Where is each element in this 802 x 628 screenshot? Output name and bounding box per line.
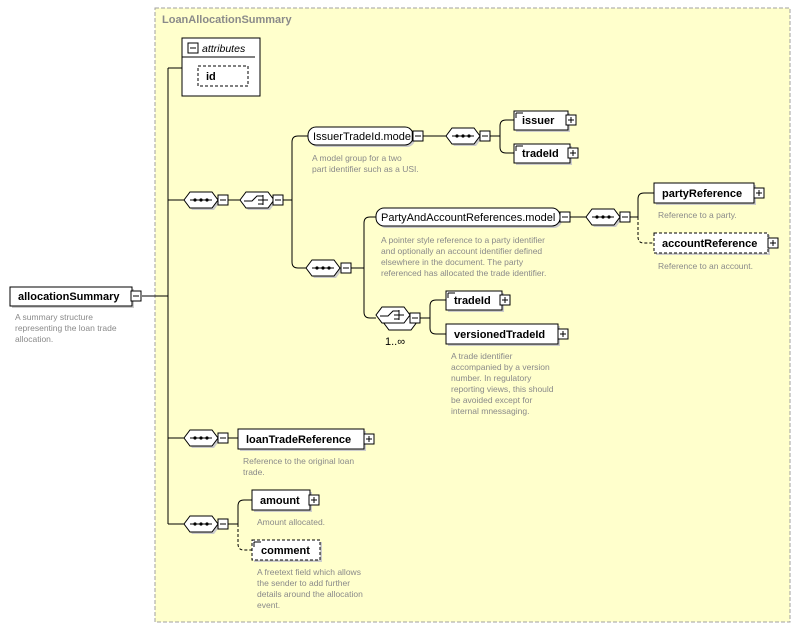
element-tradeId-1[interactable]: tradeId — [513, 143, 579, 165]
element-accountReference[interactable]: accountReference Reference to an account… — [653, 232, 779, 271]
element-tradeId-2[interactable]: tradeId — [445, 290, 511, 312]
element-comment[interactable]: comment A freetext field which allows th… — [251, 539, 365, 610]
element-loanTradeReference[interactable]: loanTradeReference Reference to the orig… — [237, 428, 375, 477]
attributes-title: attributes — [202, 43, 246, 55]
comment-desc: A freetext field which allows the sender… — [257, 567, 365, 610]
sequence-compositor-loan[interactable] — [183, 429, 229, 448]
svg-text:tradeId: tradeId — [454, 295, 491, 307]
group-title: LoanAllocationSummary — [162, 14, 292, 26]
amount-desc: Amount allocated. — [257, 517, 325, 527]
element-versionedTradeId[interactable]: versionedTradeId A trade identifier acco… — [445, 323, 569, 416]
sequence-compositor-partyref[interactable] — [585, 208, 631, 227]
element-allocationSummary[interactable]: allocationSummary A summary structure re… — [9, 286, 142, 344]
accountReference-desc: Reference to an account. — [658, 261, 753, 271]
group-PartyAndAccountReferences-model[interactable]: PartyAndAccountReferences.model A pointe… — [375, 207, 571, 278]
svg-text:versionedTradeId: versionedTradeId — [454, 329, 545, 341]
svg-text:comment: comment — [261, 545, 310, 557]
svg-text:tradeId: tradeId — [522, 148, 559, 160]
attributes-box[interactable]: attributes id — [181, 37, 261, 97]
root-desc: A summary structure representing the loa… — [15, 312, 119, 344]
loanTradeReference-desc: Reference to the original loan trade. — [243, 456, 356, 477]
issuer-model-desc: A model group for a two part identifier … — [312, 153, 419, 174]
sequence-compositor-party[interactable] — [305, 259, 352, 278]
group-container — [154, 7, 791, 623]
cardinality-label: 1..∞ — [385, 336, 405, 348]
svg-text:issuer: issuer — [522, 115, 555, 127]
partyReference-desc: Reference to a party. — [658, 210, 737, 220]
choice-compositor-2[interactable]: 1..∞ — [375, 306, 421, 348]
svg-text:amount: amount — [260, 495, 300, 507]
element-amount[interactable]: amount Amount allocated. — [251, 489, 325, 527]
svg-text:id: id — [206, 71, 216, 83]
sequence-compositor-1[interactable] — [183, 191, 229, 210]
svg-text:partyReference: partyReference — [662, 188, 742, 200]
sequence-compositor-issuer[interactable] — [445, 127, 491, 146]
svg-text:PartyAndAccountReferences.mode: PartyAndAccountReferences.model — [381, 212, 555, 224]
attribute-id[interactable] — [197, 65, 249, 87]
svg-text:IssuerTradeId.model: IssuerTradeId.model — [313, 131, 413, 143]
svg-text:allocationSummary: allocationSummary — [18, 291, 120, 303]
svg-text:loanTradeReference: loanTradeReference — [246, 434, 351, 446]
party-model-desc: A pointer style reference to a party ide… — [381, 235, 547, 278]
versionedTradeId-desc: A trade identifier accompanied by a vers… — [451, 351, 556, 416]
sequence-compositor-amount[interactable] — [183, 515, 229, 534]
connector-lines — [142, 67, 654, 551]
svg-text:accountReference: accountReference — [662, 238, 757, 250]
element-issuer[interactable]: issuer — [513, 110, 577, 132]
choice-compositor-1[interactable] — [239, 191, 284, 210]
element-partyReference[interactable]: partyReference Reference to a party. — [653, 182, 765, 220]
group-IssuerTradeId-model[interactable]: IssuerTradeId.model A model group for a … — [307, 126, 424, 174]
